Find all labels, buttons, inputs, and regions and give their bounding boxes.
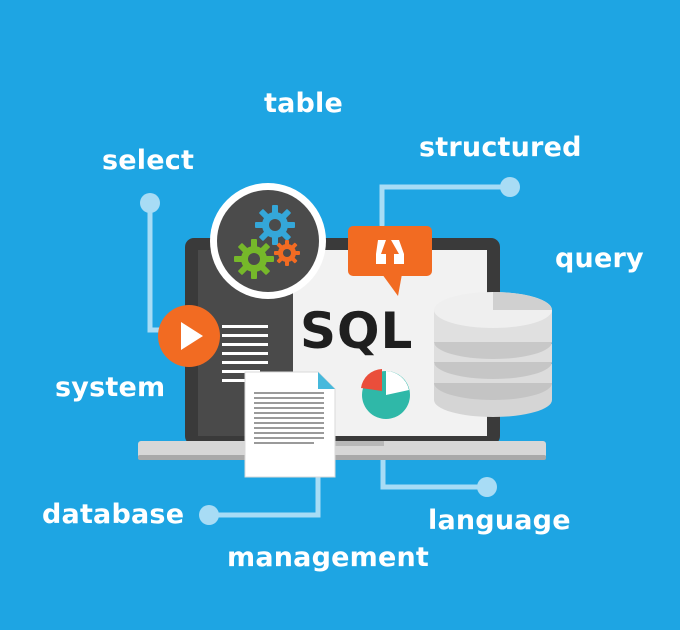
gear-blue [255,205,295,245]
connector-dot-structured [500,177,520,197]
code-lines [222,325,268,382]
connector-language [380,457,490,490]
keyword-language: language [428,505,571,536]
keyword-select: select [102,145,195,176]
keyword-structured: structured [419,132,582,163]
gear-orange [274,240,300,266]
play-icon [158,305,220,367]
keyword-system: system [55,372,166,403]
keyword-query: query [555,243,644,274]
gears-icon [210,183,326,299]
database-cylinder-icon [434,292,552,417]
gear-green [234,239,274,279]
pie-chart-icon [361,369,410,419]
connector-dot-select [140,193,160,213]
laptop-base [138,441,546,458]
connector-dot-database [199,505,219,525]
screen-title: SQL [300,302,414,360]
laptop-base-shadow [138,455,546,460]
connector-dot-language [477,477,497,497]
connector-select [147,200,168,333]
laptop-notch [300,441,384,446]
connector-database [206,475,321,518]
connector-structured [379,184,513,228]
document-icon [244,371,336,478]
quote-bubble-icon [348,226,432,296]
keyword-table: table [264,88,344,119]
keyword-database: database [42,499,185,530]
connector-dots [140,177,520,525]
keyword-management: management [227,542,430,573]
